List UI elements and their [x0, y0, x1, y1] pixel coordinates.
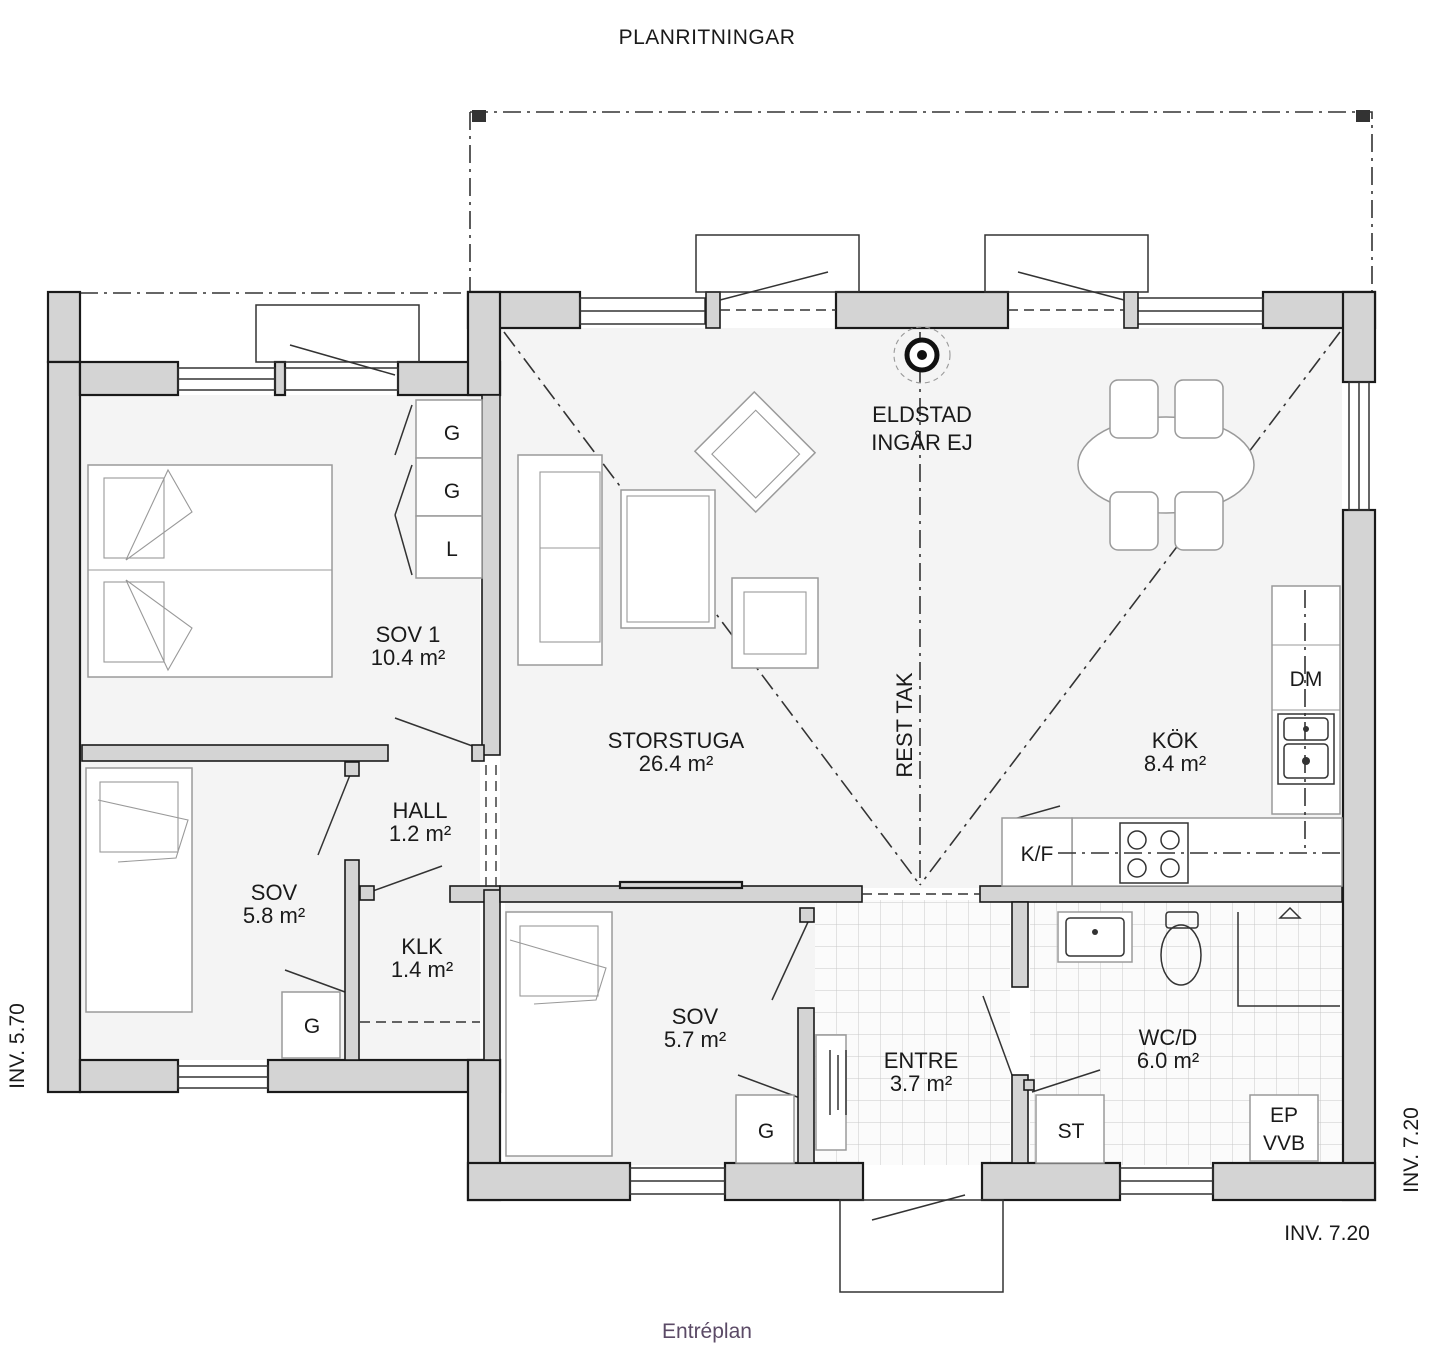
room-name-sov1: SOV 1 — [376, 622, 441, 647]
living-room-furniture — [517, 390, 819, 669]
rest-tak-note: REST TAK — [892, 672, 917, 777]
dimension-right-horizontal: INV. 7.20 — [1284, 1222, 1370, 1245]
bathroom-fixtures: EP VVB — [1057, 906, 1340, 1162]
room-area-klk: 1.4 m² — [391, 957, 453, 982]
roof-outline — [80, 110, 1373, 294]
fireplace-symbol — [893, 326, 951, 384]
porches — [255, 234, 1149, 1293]
entre-tile-floor — [815, 900, 1010, 1165]
exterior-walls — [46, 290, 1377, 1202]
dishwasher-label: DM — [1290, 668, 1323, 691]
room-name-entre: ENTRE — [884, 1048, 959, 1073]
room-area-entre: 3.7 m² — [890, 1071, 952, 1096]
room-name-hall: HALL — [392, 798, 447, 823]
dimensions: INV. 5.70 INV. 7.20 INV. 7.20 — [6, 1003, 1423, 1245]
room-area-sov-middle: 5.7 m² — [664, 1027, 726, 1052]
room-name-wcd: WC/D — [1139, 1025, 1198, 1050]
wardrobe-label: G — [758, 1120, 774, 1143]
figure-caption: Entréplan — [662, 1320, 752, 1343]
dimension-left: INV. 5.70 — [6, 1003, 29, 1089]
dining-table — [1077, 379, 1255, 551]
interior-walls — [81, 394, 1343, 1164]
windows — [177, 291, 1370, 1195]
room-name-kok: KÖK — [1152, 728, 1199, 753]
storage-label: ST — [1058, 1120, 1085, 1143]
room-name-sov-left: SOV — [251, 880, 298, 905]
double-bed — [87, 464, 333, 678]
page-title: PLANRITNINGAR — [618, 26, 796, 49]
water-heater-label: VVB — [1263, 1132, 1305, 1155]
linen-closet-label: L — [446, 538, 458, 561]
room-area-wcd: 6.0 m² — [1137, 1048, 1199, 1073]
fridge-freezer-label: K/F — [1021, 843, 1054, 866]
kitchen-counter: DM K/F — [1001, 585, 1343, 887]
room-labels: SOV 1 10.4 m² STORSTUGA 26.4 m² KÖK 8.4 … — [243, 402, 1206, 1096]
room-name-storstuga: STORSTUGA — [608, 728, 745, 753]
wardrobe-sov1: G G L — [394, 399, 483, 579]
fireplace-note-line2: INGÅR EJ — [871, 430, 972, 455]
room-name-sov-middle: SOV — [672, 1004, 719, 1029]
room-area-storstuga: 26.4 m² — [639, 751, 714, 776]
room-area-sov1: 10.4 m² — [371, 645, 446, 670]
single-bed-left — [85, 767, 193, 1013]
fireplace-note-line1: ELDSTAD — [872, 402, 972, 427]
room-area-hall: 1.2 m² — [389, 821, 451, 846]
dimension-right-vertical: INV. 7.20 — [1400, 1107, 1423, 1193]
coat-rack — [815, 1034, 847, 1151]
single-bed-middle — [505, 911, 613, 1157]
door-swings — [284, 271, 1125, 1221]
room-area-sov-left: 5.8 m² — [243, 903, 305, 928]
electrical-panel-label: EP — [1270, 1104, 1298, 1127]
room-name-klk: KLK — [401, 934, 443, 959]
room-area-kok: 8.4 m² — [1144, 751, 1206, 776]
wardrobe-label: G — [304, 1015, 320, 1038]
wardrobe-label: G — [444, 422, 460, 445]
small-wardrobes: G G ST — [281, 991, 1105, 1164]
wardrobe-label: G — [444, 480, 460, 503]
